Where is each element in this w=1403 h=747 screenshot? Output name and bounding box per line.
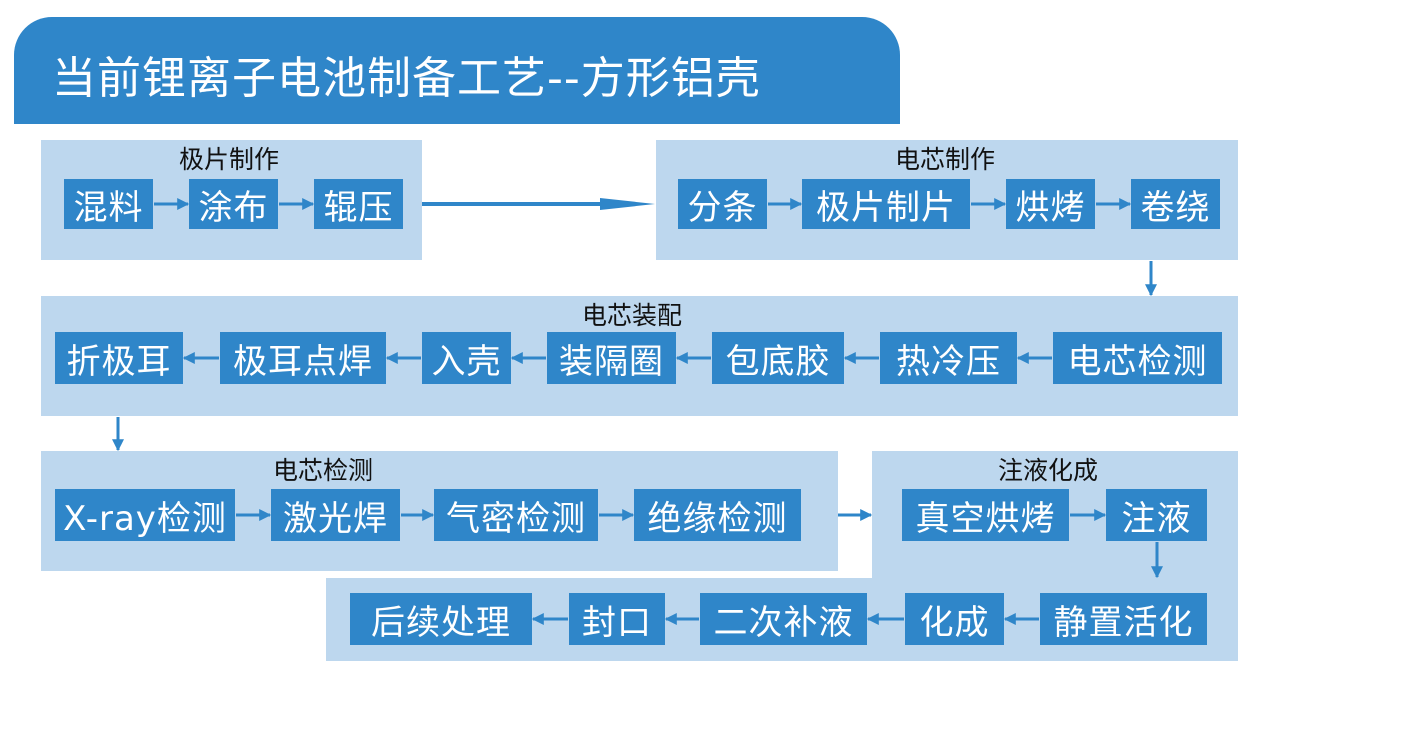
- diagram-title: 当前锂离子电池制备工艺--方形铝壳: [52, 53, 761, 104]
- step-tab-cutting: 极片制片: [802, 179, 970, 229]
- label-cell-test: 电芯检测: [273, 456, 374, 485]
- step-aging: 静置活化: [1040, 593, 1207, 645]
- step-spacer: 装隔圈: [547, 332, 676, 384]
- step-post-process: 后续处理: [350, 593, 532, 645]
- step-refill: 二次补液: [700, 593, 867, 645]
- step-mixing: 混料: [64, 179, 153, 229]
- label-cell-assembly: 电芯装配: [582, 301, 683, 330]
- step-tab-welding: 极耳点焊: [220, 332, 386, 384]
- step-hot-cold-press: 热冷压: [880, 332, 1017, 384]
- step-bottom-tape: 包底胶: [712, 332, 844, 384]
- step-casing: 入壳: [422, 332, 511, 384]
- step-laser-weld: 激光焊: [271, 489, 400, 541]
- step-sealing: 封口: [569, 593, 665, 645]
- step-vacuum-bake: 真空烘烤: [902, 489, 1069, 541]
- label-electrode: 极片制作: [179, 145, 280, 174]
- step-tab-folding: 折极耳: [55, 332, 183, 384]
- step-insulation: 绝缘检测: [634, 489, 801, 541]
- step-injection: 注液: [1106, 489, 1207, 541]
- step-cell-inspect: 电芯检测: [1053, 332, 1222, 384]
- step-xray: X-ray检测: [55, 489, 235, 541]
- step-baking: 烘烤: [1006, 179, 1095, 229]
- step-formation: 化成: [905, 593, 1004, 645]
- step-coating: 涂布: [189, 179, 278, 229]
- title-banner: 当前锂离子电池制备工艺--方形铝壳: [14, 17, 900, 124]
- arrow-electrode-to-cell: [422, 198, 655, 210]
- step-winding: 卷绕: [1131, 179, 1220, 229]
- label-formation: 注液化成: [998, 456, 1099, 485]
- step-slitting: 分条: [678, 179, 767, 229]
- step-rolling: 辊压: [314, 179, 403, 229]
- step-air-tight: 气密检测: [434, 489, 598, 541]
- label-cell-making: 电芯制作: [895, 145, 996, 174]
